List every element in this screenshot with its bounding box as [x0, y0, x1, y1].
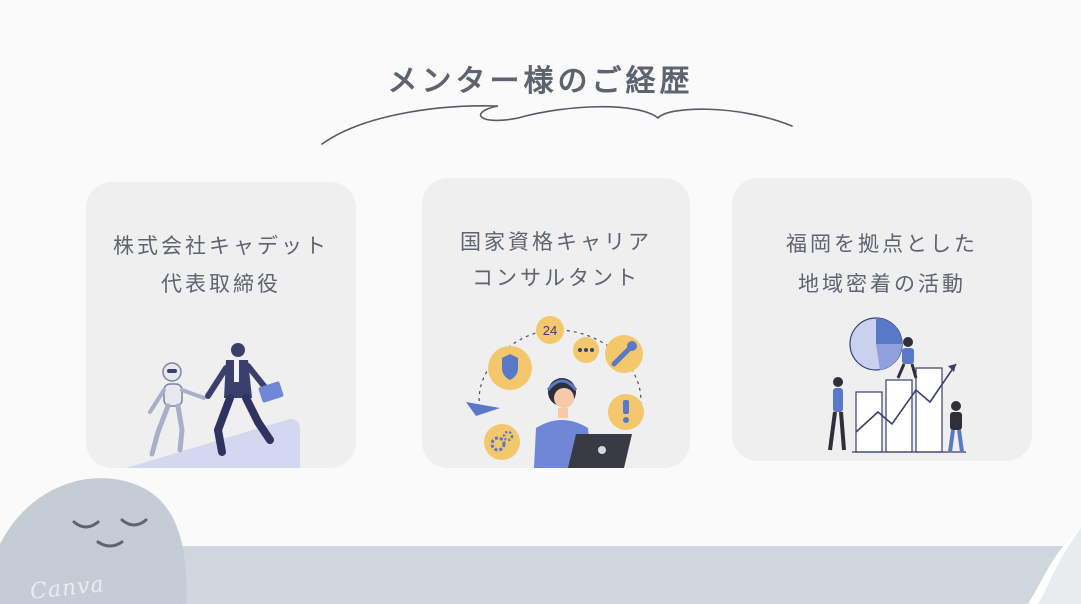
badge-24-icon: 24 [536, 316, 564, 344]
gear-icon [484, 424, 520, 460]
career-card-local: 福岡を拠点とした 地域密着の活動 [732, 178, 1032, 461]
businessman-icon [205, 343, 284, 456]
person-right-icon [948, 401, 964, 453]
person-left-icon [828, 377, 846, 451]
warning-icon [608, 394, 644, 430]
wrench-icon [605, 335, 643, 373]
badge-24-label: 24 [543, 323, 557, 338]
card-line-1: 株式会社キャデット [113, 234, 329, 258]
team-charts-illustration [828, 317, 966, 453]
page-curl-decoration [1028, 528, 1081, 604]
card-line-2: コンサルタント [472, 266, 640, 290]
support-agent-illustration: 24 [466, 316, 644, 468]
paper-plane-icon [466, 402, 500, 416]
card-line-2: 地域密着の活動 [798, 272, 966, 296]
card-line-2: 代表取締役 [161, 272, 281, 296]
page-title: メンター様のご経歴 [387, 64, 694, 99]
robot-businessman-illustration [126, 343, 300, 468]
pie-chart-icon [849, 317, 903, 371]
career-card-consultant: 国家資格キャリア コンサルタント 24 [422, 178, 690, 468]
person-top-icon [896, 337, 918, 379]
decorative-swoosh [321, 105, 793, 145]
laptop-icon [568, 434, 632, 468]
sleepy-blob-decoration [0, 478, 187, 604]
card-line-1: 国家資格キャリア [460, 230, 652, 254]
career-card-ceo: 株式会社キャデット 代表取締役 [86, 182, 356, 468]
card-line-1: 福岡を拠点とした [786, 232, 978, 256]
shield-icon [488, 346, 532, 390]
dots-bubble-icon [573, 337, 599, 363]
robot-icon [148, 362, 206, 457]
bar-blocks-icon [852, 367, 966, 453]
